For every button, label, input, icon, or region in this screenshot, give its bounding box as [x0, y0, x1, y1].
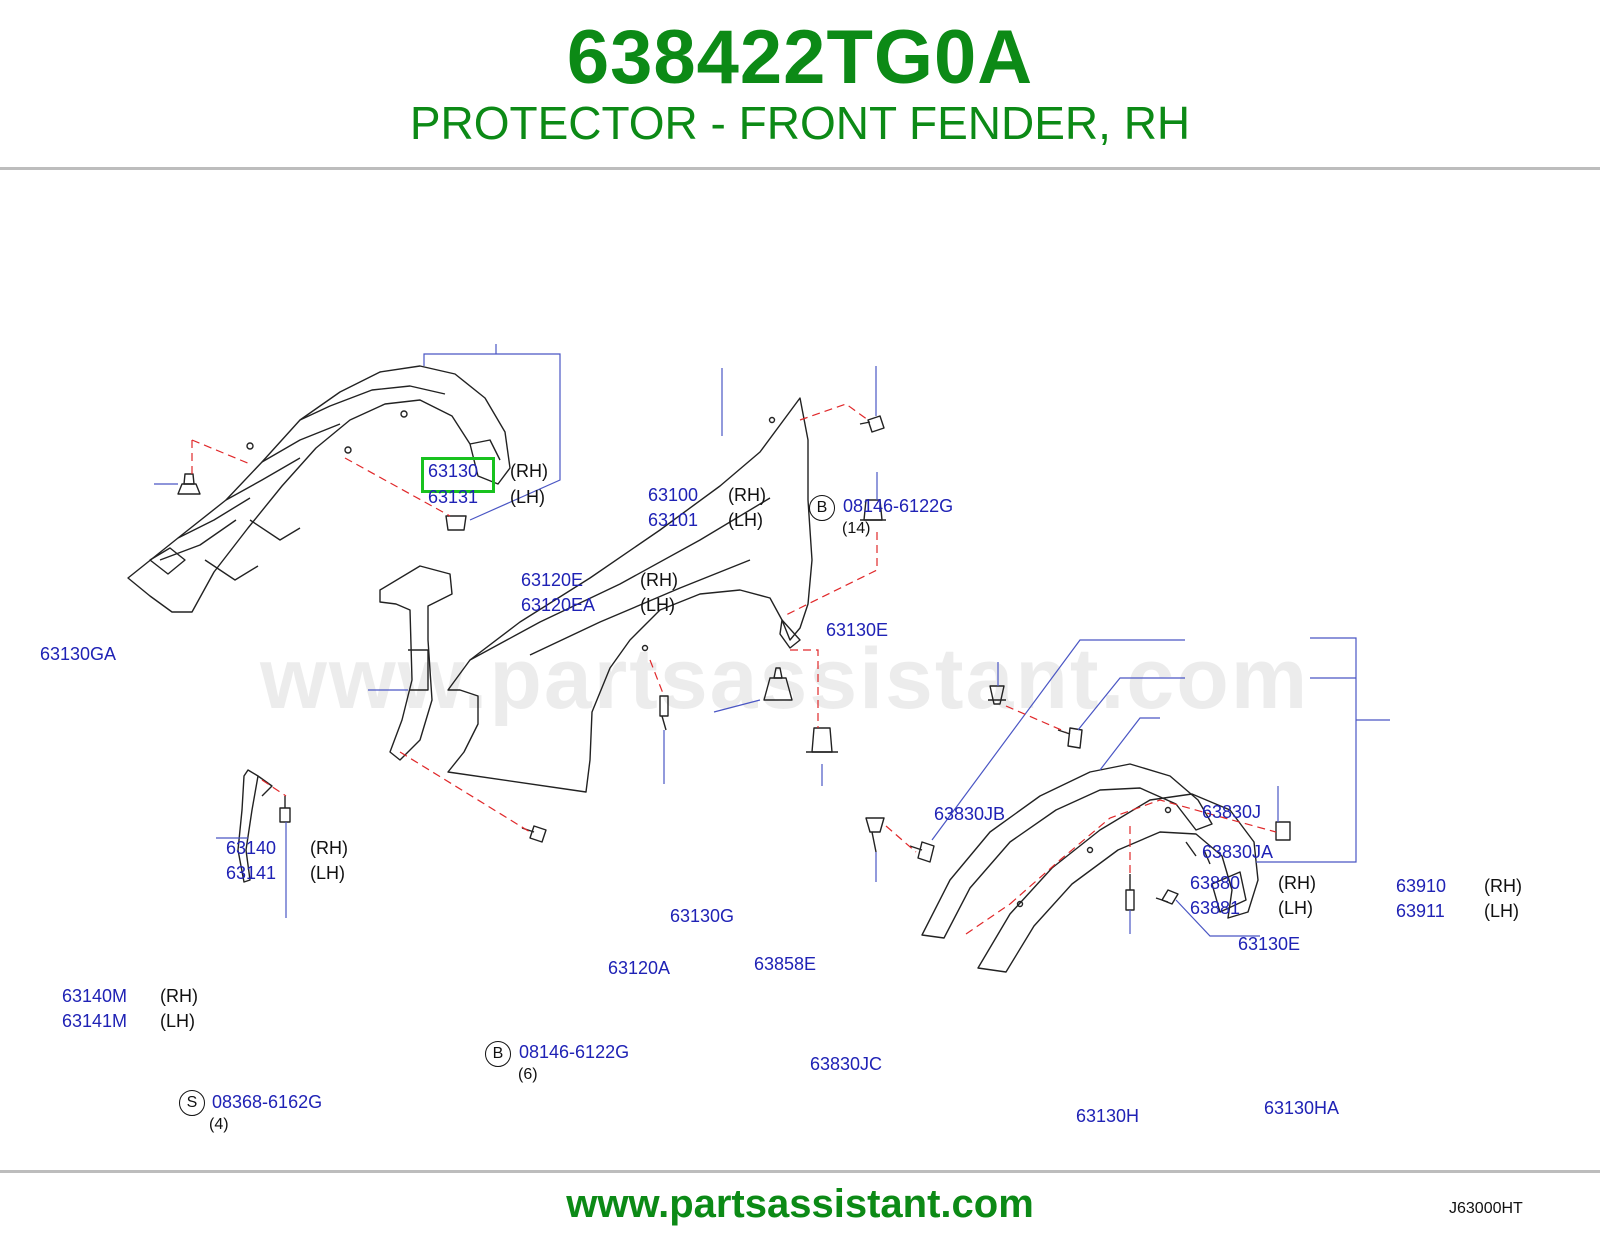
part-description: PROTECTOR - FRONT FENDER, RH — [409, 97, 1191, 149]
diagram-code: J63000HT — [1449, 1200, 1523, 1217]
part-link-63911[interactable]: 63911 — [1396, 901, 1445, 921]
part-link-63130E[interactable]: 63130E — [1238, 934, 1301, 954]
side-rh: (RH) — [160, 986, 198, 1006]
quantity-6: (6) — [518, 1066, 538, 1083]
side-lh: (LH) — [510, 487, 545, 507]
side-lh: (LH) — [640, 595, 675, 615]
small-bracket-icon — [237, 769, 273, 883]
part-link-63100[interactable]: 63100 — [648, 485, 699, 505]
part-link-63830JC[interactable]: 63830JC — [810, 1054, 883, 1074]
part-link-63910[interactable]: 63910 — [1396, 876, 1447, 896]
over-fender-molding-icon — [921, 763, 1259, 973]
part-link-08146-6122G[interactable]: 08146-6122G — [519, 1042, 630, 1062]
part-link-63830JB[interactable]: 63830JB — [934, 804, 1006, 824]
part-link-08146-6122G[interactable]: 08146-6122G — [843, 496, 954, 516]
side-rh: (RH) — [728, 485, 766, 505]
part-link-63130HA[interactable]: 63130HA — [1264, 1098, 1340, 1118]
side-rh: (RH) — [1278, 873, 1316, 893]
header-divider — [0, 167, 1600, 170]
part-link-63130[interactable]: 63130 — [428, 461, 479, 481]
part-link-63880[interactable]: 63880 — [1190, 873, 1241, 893]
fastener-icons — [177, 415, 1291, 911]
part-link-63130H[interactable]: 63130H — [1076, 1106, 1140, 1126]
parts-illustration — [127, 344, 1390, 973]
part-link-63120E[interactable]: 63120E — [521, 570, 584, 590]
footer-url[interactable]: www.partsassistant.com — [566, 1182, 1034, 1226]
marker-b: B — [485, 1041, 511, 1067]
part-link-63120EA[interactable]: 63120EA — [521, 595, 596, 615]
part-link-63101[interactable]: 63101 — [648, 510, 699, 530]
leader-lines — [154, 344, 1390, 937]
part-link-63830J[interactable]: 63830J — [1202, 802, 1262, 822]
parts-diagram: 63130 (RH) 63131 (LH) 63120E (RH) 63120E… — [0, 170, 1600, 1217]
part-link-63131[interactable]: 63131 — [428, 487, 479, 507]
part-link-63858E[interactable]: 63858E — [754, 954, 817, 974]
side-rh: (RH) — [510, 461, 548, 481]
part-link-08368-6162G[interactable]: 08368-6162G — [212, 1092, 323, 1112]
part-link-63881[interactable]: 63881 — [1190, 898, 1241, 918]
quantity-4: (4) — [209, 1116, 229, 1133]
part-link-63141[interactable]: 63141 — [226, 863, 277, 883]
highlight-box — [421, 457, 495, 493]
side-rh: (RH) — [1484, 876, 1522, 896]
side-rh: (RH) — [310, 838, 348, 858]
fender-bracket-icon — [379, 565, 453, 761]
part-link-63140M[interactable]: 63140M — [62, 986, 128, 1006]
marker-b: B — [809, 495, 835, 521]
part-link-63830JA[interactable]: 63830JA — [1202, 842, 1274, 862]
marker-s: S — [179, 1090, 205, 1116]
part-number-title: 638422TG0A — [566, 15, 1034, 100]
header: 638422TG0A PROTECTOR - FRONT FENDER, RH — [0, 0, 1600, 170]
part-link-63141M[interactable]: 63141M — [62, 1011, 128, 1031]
part-link-63130G[interactable]: 63130G — [670, 906, 735, 926]
side-lh: (LH) — [1484, 901, 1519, 921]
part-link-63120A[interactable]: 63120A — [608, 958, 671, 978]
assembly-lines — [191, 403, 1277, 935]
fender-protector-liner-icon — [127, 365, 511, 613]
part-link-63130E[interactable]: 63130E — [826, 620, 889, 640]
side-lh: (LH) — [160, 1011, 195, 1031]
side-lh: (LH) — [1278, 898, 1313, 918]
footer-divider — [0, 1170, 1600, 1173]
side-rh: (RH) — [640, 570, 678, 590]
watermark: www.partsassistant.com — [260, 631, 1310, 727]
side-lh: (LH) — [310, 863, 345, 883]
quantity-14: (14) — [842, 520, 871, 537]
part-link-63130GA[interactable]: 63130GA — [40, 644, 117, 664]
part-link-63140[interactable]: 63140 — [226, 838, 277, 858]
front-fender-icon — [447, 397, 813, 793]
side-lh: (LH) — [728, 510, 763, 530]
